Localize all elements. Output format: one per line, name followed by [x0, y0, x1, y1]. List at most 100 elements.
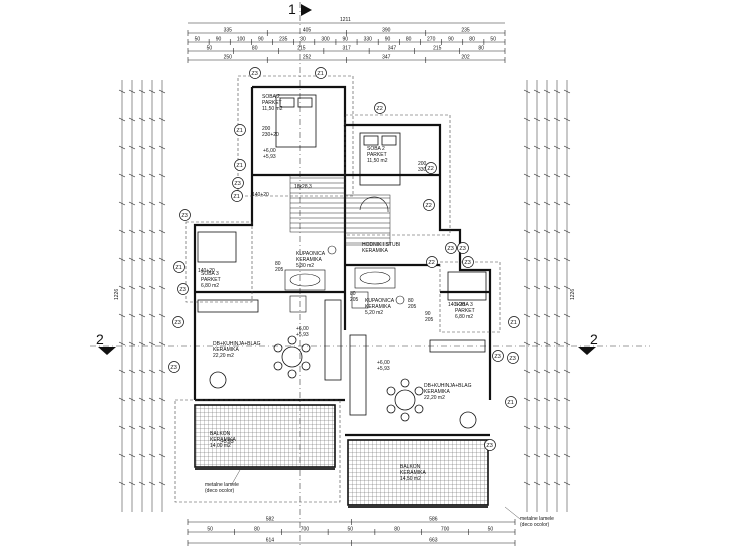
level-mark: +5,93 — [377, 366, 390, 372]
tag-circle — [234, 159, 246, 171]
dim-top: 50 — [195, 37, 201, 43]
tag-label: Z3 — [181, 213, 187, 219]
tag-label: Z1 — [317, 71, 323, 77]
dim-bottom: 50 — [348, 527, 354, 533]
stair-dim: 18x28,3 — [294, 184, 312, 190]
dim-top: 235 — [461, 28, 470, 34]
dim-top: 390 — [382, 28, 391, 34]
bed-small-right — [447, 271, 487, 301]
section-label-top: 1 — [288, 1, 296, 17]
tag-label: Z3 — [486, 443, 492, 449]
tag-label: Z3 — [170, 365, 176, 371]
tag-circle — [445, 242, 457, 254]
tag-circle — [249, 67, 261, 79]
dim-top: 50 — [207, 46, 213, 52]
dim-top: 80 — [469, 37, 475, 43]
tag-circle — [168, 361, 180, 373]
dim-bottom: 614 — [266, 538, 275, 544]
dim-top: 347 — [382, 55, 391, 61]
dim-top-total: 1211 — [340, 17, 351, 23]
tag-circle — [232, 177, 244, 189]
kitchen-counters — [197, 299, 486, 416]
dim-bottom: 50 — [207, 527, 213, 533]
dim-top: 330 — [364, 37, 373, 43]
dim-top: 30 — [300, 37, 306, 43]
tag-label: Z2 — [428, 260, 434, 266]
staircase — [289, 174, 391, 246]
dim-left-total: 1226 — [114, 289, 120, 300]
dim-bottom: 50 — [488, 527, 494, 533]
tag-circle — [484, 439, 496, 451]
section-marker-right: 2 — [578, 331, 598, 355]
level-mark: +6,00 — [263, 148, 276, 154]
bathroom-fixtures — [284, 245, 405, 313]
tag-circle — [172, 316, 184, 328]
dashed-outline — [174, 75, 501, 503]
balcony-left — [194, 404, 336, 468]
dim-top: 80 — [478, 46, 484, 52]
right-dimension-lines — [526, 80, 568, 512]
dim-bottom: 663 — [429, 538, 438, 544]
tag-circle — [508, 316, 520, 328]
level-mark: +5,93 — [296, 332, 309, 338]
tag-circle — [505, 396, 517, 408]
section-label-left: 2 — [96, 331, 104, 347]
note-left: metalne lamele(deco ocolor) — [205, 469, 241, 494]
tag-circle — [177, 283, 189, 295]
tag-circle — [173, 261, 185, 273]
railing-right — [348, 505, 488, 508]
note-left-text: metalne lamele(deco ocolor) — [205, 482, 239, 494]
tag-label: Z1 — [233, 194, 239, 200]
tag-circle — [492, 350, 504, 362]
balcony-right — [347, 439, 489, 506]
dim-top: 90 — [343, 37, 349, 43]
dim-bottom: 700 — [301, 527, 310, 533]
bottom-dimension-lines — [188, 521, 515, 544]
dim-top: 90 — [258, 37, 264, 43]
dim-top: 235 — [279, 37, 288, 43]
level-mark: +6,00 — [296, 326, 309, 332]
note-right: metalne lamele(deco ocolor) — [504, 506, 554, 528]
section-marker-left: 2 — [90, 331, 650, 355]
tag-circle — [425, 162, 437, 174]
tag-label: Z2 — [376, 106, 382, 112]
tag-label: Z3 — [179, 287, 185, 293]
dim-top: 250 — [224, 55, 233, 61]
dim-top: 80 — [406, 37, 412, 43]
dim-top: 90 — [448, 37, 454, 43]
tag-label: Z3 — [464, 260, 470, 266]
tag-circle — [315, 67, 327, 79]
bed-small-left — [197, 231, 237, 263]
bed-size-label: 140+20 — [198, 268, 215, 274]
tag-circle — [426, 256, 438, 268]
dim-bottom: 582 — [266, 517, 275, 523]
tag-label: Z3 — [174, 320, 180, 326]
dim-top: 347 — [388, 46, 397, 52]
tag-label: Z3 — [251, 71, 257, 77]
section-label-right: 2 — [590, 331, 598, 347]
dim-top: 90 — [216, 37, 222, 43]
dining-set-left — [209, 335, 311, 389]
tag-label: Z1 — [510, 320, 516, 326]
tag-circle — [423, 199, 435, 211]
dim-top: 50 — [490, 37, 496, 43]
tag-label: Z3 — [447, 246, 453, 252]
tag-circle — [462, 256, 474, 268]
dim-top: 202 — [461, 55, 470, 61]
dim-bottom: 80 — [254, 527, 260, 533]
tag-label: Z3 — [509, 356, 515, 362]
level-mark: +5,93 — [221, 439, 234, 445]
dim-right-total: 1226 — [570, 289, 576, 300]
